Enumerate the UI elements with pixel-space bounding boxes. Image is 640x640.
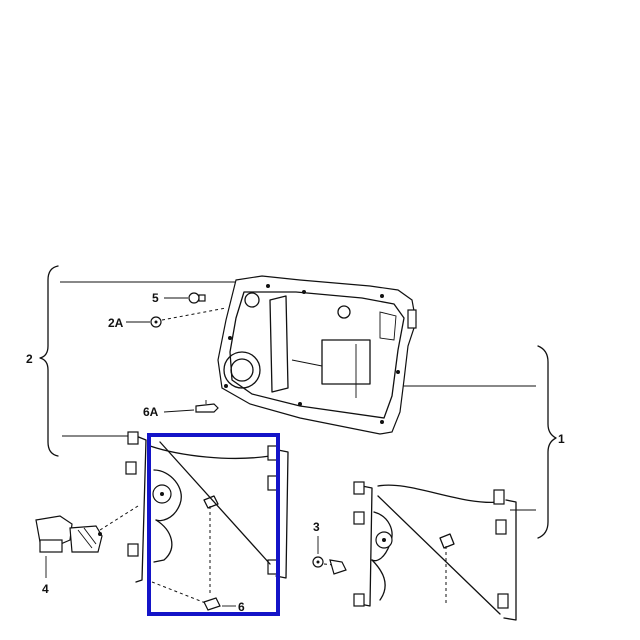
label-2: 2	[26, 352, 33, 366]
label-2a: 2A	[108, 316, 124, 330]
label-1: 1	[558, 432, 565, 446]
leader-6	[151, 581, 209, 605]
bolt-3	[329, 559, 347, 575]
label-3: 3	[313, 520, 320, 534]
door-module-panel	[217, 275, 417, 435]
screw-6	[203, 597, 221, 611]
clip-6a	[195, 400, 219, 413]
label-6a: 6A	[143, 405, 159, 419]
nut-2a	[150, 316, 162, 328]
window-regulator-left	[125, 431, 289, 596]
label-4: 4	[42, 582, 49, 596]
highlight-box	[147, 433, 280, 616]
brace-right-1	[537, 345, 557, 539]
leader-2a-panel	[161, 307, 227, 321]
nut-3	[312, 556, 324, 568]
label-5: 5	[152, 291, 159, 305]
label-6: 6	[238, 600, 245, 614]
window-motor-4	[35, 515, 103, 553]
brace-left-2	[39, 265, 59, 457]
leader-4-dash	[99, 505, 139, 531]
leader-6a	[163, 409, 195, 413]
window-regulator-right	[353, 481, 517, 621]
bolt-5	[188, 292, 206, 304]
